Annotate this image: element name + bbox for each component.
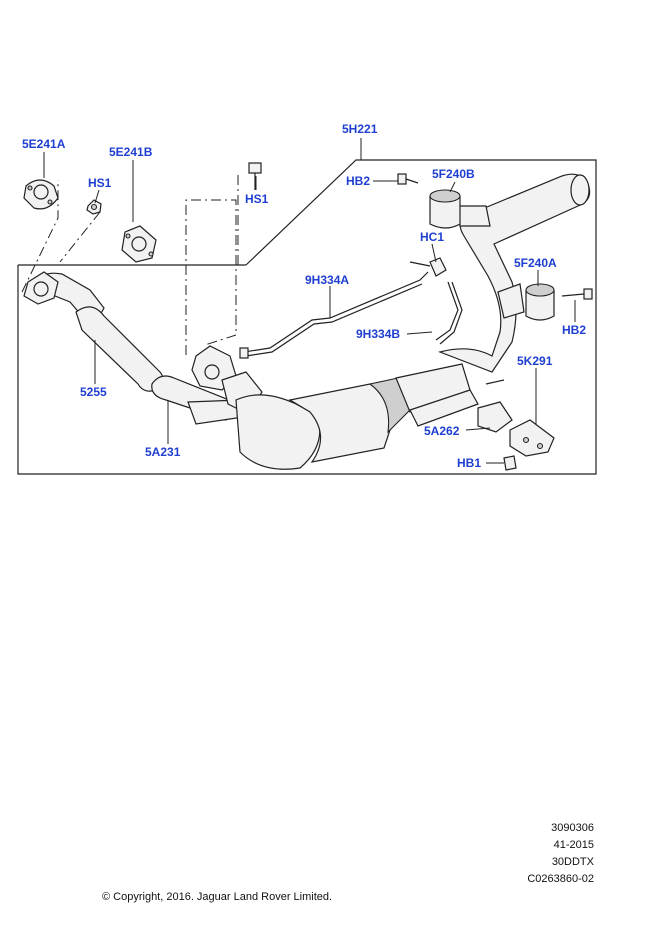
- label-9h334a: 9H334A: [305, 273, 349, 287]
- label-hb2-upper: HB2: [346, 174, 370, 188]
- sensor-pipe-9h334a[interactable]: [239, 271, 429, 359]
- bolt-hb1[interactable]: [503, 455, 517, 471]
- catalytic-converter-body[interactable]: [221, 363, 479, 470]
- label-5255: 5255: [80, 385, 107, 399]
- gasket-5e241b[interactable]: [121, 225, 157, 263]
- guide-line-centre: [185, 199, 237, 355]
- clip-hc1[interactable]: [409, 257, 447, 277]
- label-5e241a: 5E241A: [22, 137, 66, 151]
- label-5h221: 5H221: [342, 122, 378, 136]
- label-hc1: HC1: [420, 230, 444, 244]
- bolt-hb2-upper[interactable]: [397, 173, 419, 185]
- copyright-notice: © Copyright, 2016. Jaguar Land Rover Lim…: [102, 891, 333, 903]
- nut-hs1-left[interactable]: [86, 199, 102, 215]
- bracket-5k291[interactable]: [509, 419, 555, 457]
- label-5f240a: 5F240A: [514, 256, 557, 270]
- guide-line-upper: [59, 211, 101, 263]
- guide-line-left: [21, 180, 59, 293]
- assembly-frame: [17, 159, 597, 475]
- bolt-hb2-right[interactable]: [561, 288, 593, 300]
- leader-lines: [43, 152, 576, 464]
- tail-pipe-assembly[interactable]: [438, 173, 591, 373]
- label-hb2-right: HB2: [562, 323, 586, 337]
- mounting-rubber-5f240a[interactable]: [497, 283, 555, 321]
- label-5a231: 5A231: [145, 445, 181, 459]
- label-5e241b: 5E241B: [109, 145, 153, 159]
- label-5f240b: 5F240B: [432, 167, 475, 181]
- gasket-5e241a[interactable]: [23, 179, 59, 210]
- reference-number: 3090306: [551, 822, 594, 834]
- label-hs1-left: HS1: [88, 176, 112, 190]
- document-code: C0263860-02: [527, 873, 594, 885]
- stud-hs1-right[interactable]: [248, 162, 262, 190]
- label-5a262: 5A262: [424, 424, 460, 438]
- label-9h334b: 9H334B: [356, 327, 400, 341]
- sensor-pipe-9h334b[interactable]: [435, 281, 463, 345]
- mounting-rubber-5f240b[interactable]: [429, 189, 461, 229]
- front-pipe-5255[interactable]: [23, 271, 164, 392]
- label-5k291: 5K291: [517, 354, 553, 368]
- engine-code: 30DDTX: [551, 856, 594, 868]
- date-code: 41-2015: [553, 839, 594, 851]
- label-hs1-right: HS1: [245, 192, 269, 206]
- label-hb1: HB1: [457, 456, 481, 470]
- heat-shield-5a262[interactable]: [477, 379, 513, 433]
